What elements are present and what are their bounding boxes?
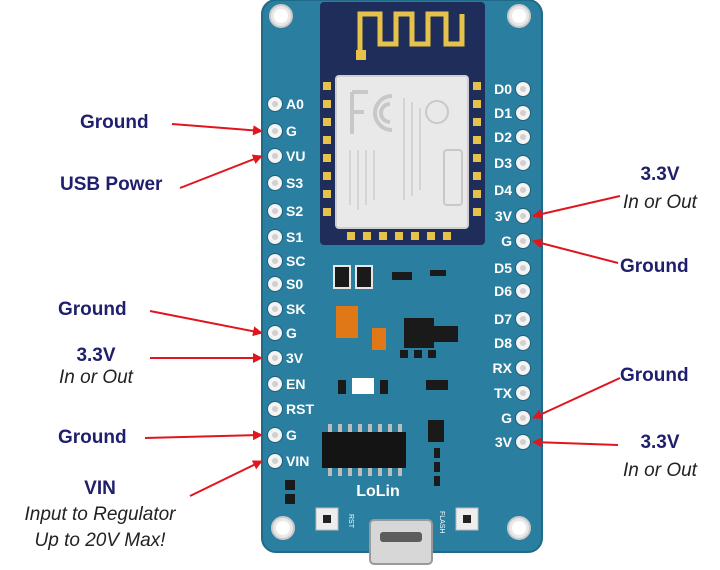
right-pin-label: RX <box>493 360 513 376</box>
wifi-logo <box>443 149 463 206</box>
right-pin-label: TX <box>494 385 513 401</box>
callout-usb-power: USB Power <box>60 174 163 195</box>
right-pin-3: D3 <box>494 155 531 171</box>
right-pin-7: D5 <box>494 260 531 276</box>
left-pin-6: SC <box>267 253 305 269</box>
fcc-mark <box>350 90 393 134</box>
usb-serial-chip <box>322 424 406 476</box>
right-pin-label: D7 <box>494 311 512 327</box>
callout-3v3-right-bottom: 3.3V In or Out <box>623 432 697 481</box>
right-pin-1: D1 <box>494 105 531 121</box>
left-pin-label: VU <box>286 148 305 164</box>
callout-arrow <box>144 430 263 441</box>
right-pin-11: RX <box>493 360 531 376</box>
callout-3v3-right-top: 3.3V In or Out <box>623 164 697 213</box>
right-pin-9: D7 <box>494 311 531 327</box>
right-pin-label: G <box>501 233 512 249</box>
micro-usb-port[interactable] <box>369 519 433 565</box>
left-pin-14: VIN <box>267 453 309 469</box>
left-pin-label: G <box>286 325 297 341</box>
callout-ground-a0g: Ground <box>80 112 149 133</box>
flash-button[interactable] <box>455 507 479 531</box>
left-pin-1: G <box>267 123 297 139</box>
right-pin-8: D6 <box>494 283 531 299</box>
rst-button-label: RST <box>347 514 354 529</box>
antenna-trace <box>357 11 465 52</box>
right-pin-label: D0 <box>494 81 512 97</box>
right-pin-6: G <box>501 233 531 249</box>
right-pin-5: 3V <box>495 208 531 224</box>
left-pin-label: S2 <box>286 203 303 219</box>
left-pin-2: VU <box>267 148 305 164</box>
callout-ground-right-bottom: Ground <box>620 365 689 386</box>
right-pin-label: D3 <box>494 155 512 171</box>
right-pin-4: D4 <box>494 182 531 198</box>
rst-button[interactable] <box>315 507 339 531</box>
left-pin-label: S0 <box>286 276 303 292</box>
module-pads <box>323 82 481 240</box>
right-pin-label: D4 <box>494 182 512 198</box>
left-pin-label: S3 <box>286 175 303 191</box>
left-pin-4: S2 <box>267 203 303 219</box>
module-text-lines <box>349 98 421 210</box>
left-pin-label: 3V <box>286 350 304 366</box>
callout-arrow <box>532 195 621 219</box>
right-pin-2: D2 <box>494 129 531 145</box>
left-pin-7: S0 <box>267 276 303 292</box>
left-pin-label: SK <box>286 301 305 317</box>
module-shield <box>335 75 469 229</box>
right-pin-13: G <box>501 410 531 426</box>
brand-label: LoLin <box>356 483 400 500</box>
right-pin-label: 3V <box>495 208 513 224</box>
left-pin-3: S3 <box>267 175 303 191</box>
right-pin-label: D8 <box>494 335 512 351</box>
right-pin-12: TX <box>494 385 531 401</box>
left-pin-label: S1 <box>286 229 303 245</box>
right-pin-label: 3V <box>495 434 513 450</box>
right-pin-label: D2 <box>494 129 512 145</box>
callout-arrow <box>532 238 619 264</box>
left-pin-9: G <box>267 325 297 341</box>
left-pin-label: EN <box>286 376 305 392</box>
left-pin-0: A0 <box>267 96 304 112</box>
callout-ground-right-top: Ground <box>620 256 689 277</box>
mounting-holes <box>269 4 531 540</box>
callout-arrow <box>532 437 619 448</box>
left-pin-10: 3V <box>267 350 304 366</box>
callout-arrow <box>149 310 263 337</box>
left-pin-11: EN <box>267 376 305 392</box>
left-pin-12: RST <box>267 401 314 417</box>
right-pin-10: D8 <box>494 335 531 351</box>
left-pin-label: RST <box>286 401 314 417</box>
callout-arrow <box>179 154 263 189</box>
left-pin-13: G <box>267 427 297 443</box>
left-pin-5: S1 <box>267 229 303 245</box>
smd-components <box>285 265 458 504</box>
callout-ground-left-mid: Ground <box>58 299 127 320</box>
right-pin-label: G <box>501 410 512 426</box>
left-pin-label: SC <box>286 253 305 269</box>
callout-ground-left-bottom: Ground <box>58 427 127 448</box>
right-pin-label: D6 <box>494 283 512 299</box>
left-pin-label: A0 <box>286 96 304 112</box>
left-pin-label: VIN <box>286 453 309 469</box>
flash-button-label: FLASH <box>438 511 445 534</box>
left-pin-label: G <box>286 427 297 443</box>
callout-vin: VIN Input to Regulator Up to 20V Max! <box>24 478 176 551</box>
callout-arrow <box>532 377 621 419</box>
right-pin-label: D1 <box>494 105 512 121</box>
right-pin-0: D0 <box>494 81 531 97</box>
left-pin-8: SK <box>267 301 305 317</box>
right-pin-label: D5 <box>494 260 512 276</box>
callout-3v3-left: 3.3V In or Out <box>59 345 133 388</box>
logo-ring <box>425 100 449 124</box>
callout-arrow <box>189 460 263 497</box>
right-pin-14: 3V <box>495 434 531 450</box>
left-pin-label: G <box>286 123 297 139</box>
callout-arrow <box>171 123 263 136</box>
